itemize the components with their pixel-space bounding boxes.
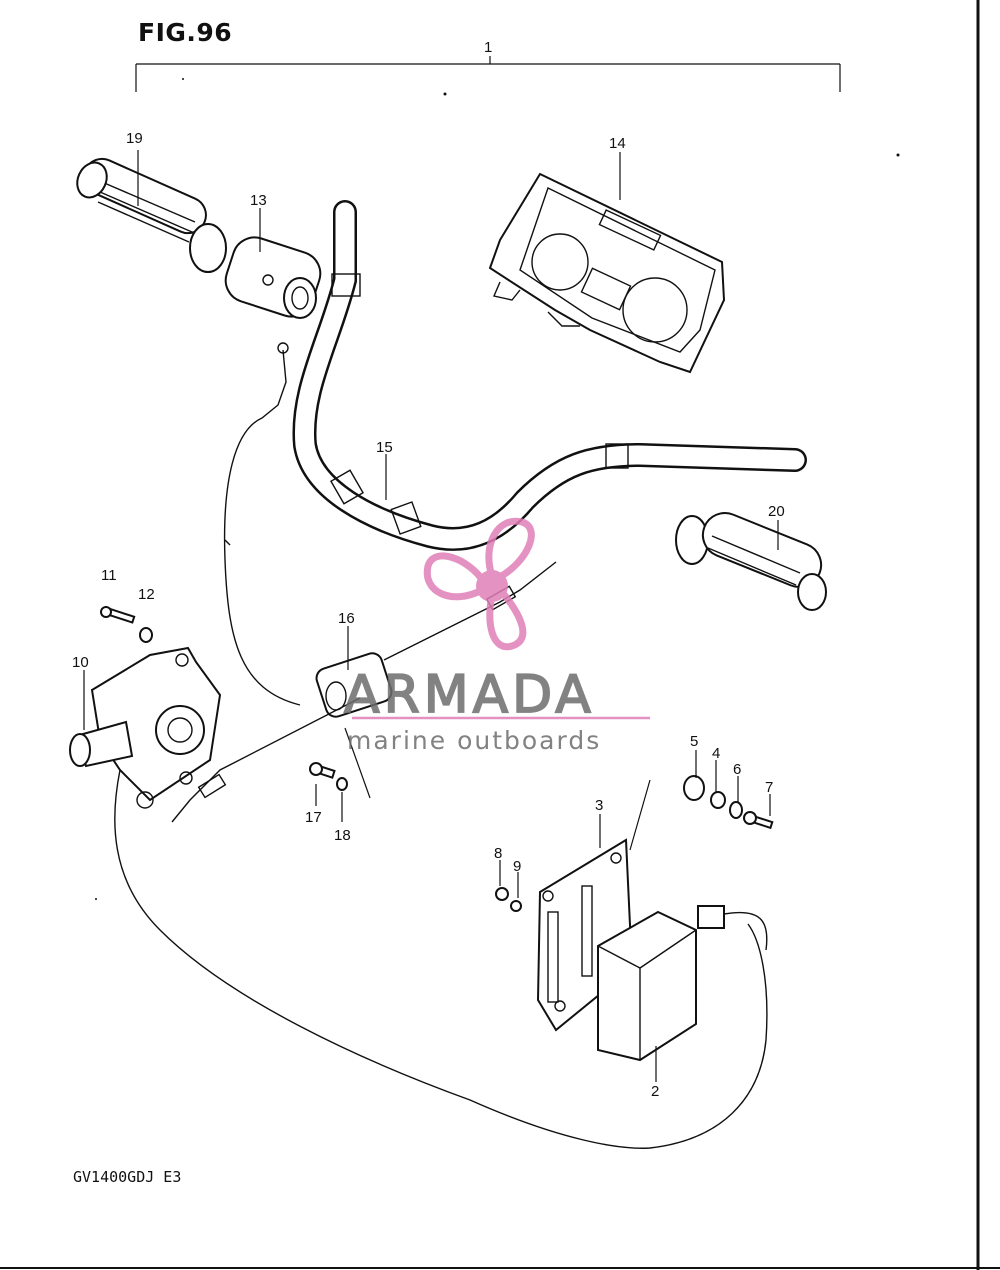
assembly-bracket (135, 56, 841, 92)
left-grip (76, 157, 207, 243)
callout-7: 7 (765, 779, 773, 796)
callout-13: 13 (250, 192, 267, 209)
callout-15: 15 (376, 439, 393, 456)
callout-5: 5 (690, 733, 698, 750)
callout-leaders (83, 150, 779, 1082)
fasteners (100, 606, 348, 791)
callout-20: 20 (768, 503, 785, 520)
throttle-housing (189, 223, 322, 319)
propeller-logo-icon (423, 517, 535, 651)
scan-specks (95, 78, 900, 900)
callout-17: 17 (305, 809, 322, 826)
callout-14: 14 (609, 135, 626, 152)
meter-cover (488, 172, 726, 374)
callout-6: 6 (733, 761, 741, 778)
actuator-unit (69, 646, 768, 1149)
callout-16: 16 (338, 610, 355, 627)
callout-3: 3 (595, 797, 603, 814)
watermark-tagline: marine outboards (347, 726, 601, 755)
leader-lines (344, 727, 651, 851)
callout-10: 10 (72, 654, 89, 671)
callout-11: 11 (101, 567, 117, 584)
callout-2: 2 (651, 1083, 659, 1100)
throttle-cable (223, 342, 301, 706)
watermark: ARMADA marine outboards (343, 517, 650, 755)
figure-title: FIG.96 (138, 18, 233, 47)
model-code: GV1400GDJ E3 (73, 1168, 182, 1186)
right-grip (675, 512, 827, 611)
callout-4: 4 (712, 745, 720, 762)
callout-18: 18 (334, 827, 351, 844)
callout-8: 8 (494, 845, 502, 862)
handlebar (292, 200, 807, 551)
callout-1: 1 (484, 39, 492, 56)
callout-labels: 1 2 3 4 5 6 7 8 9 10 11 12 13 14 15 16 1… (72, 39, 785, 1100)
control-unit (597, 905, 768, 1062)
callout-19: 19 (126, 130, 143, 147)
callout-12: 12 (138, 586, 155, 603)
small-hardware (495, 775, 774, 912)
watermark-brand: ARMADA (344, 665, 595, 725)
callout-9: 9 (513, 858, 521, 875)
cable-pulley (171, 561, 557, 823)
